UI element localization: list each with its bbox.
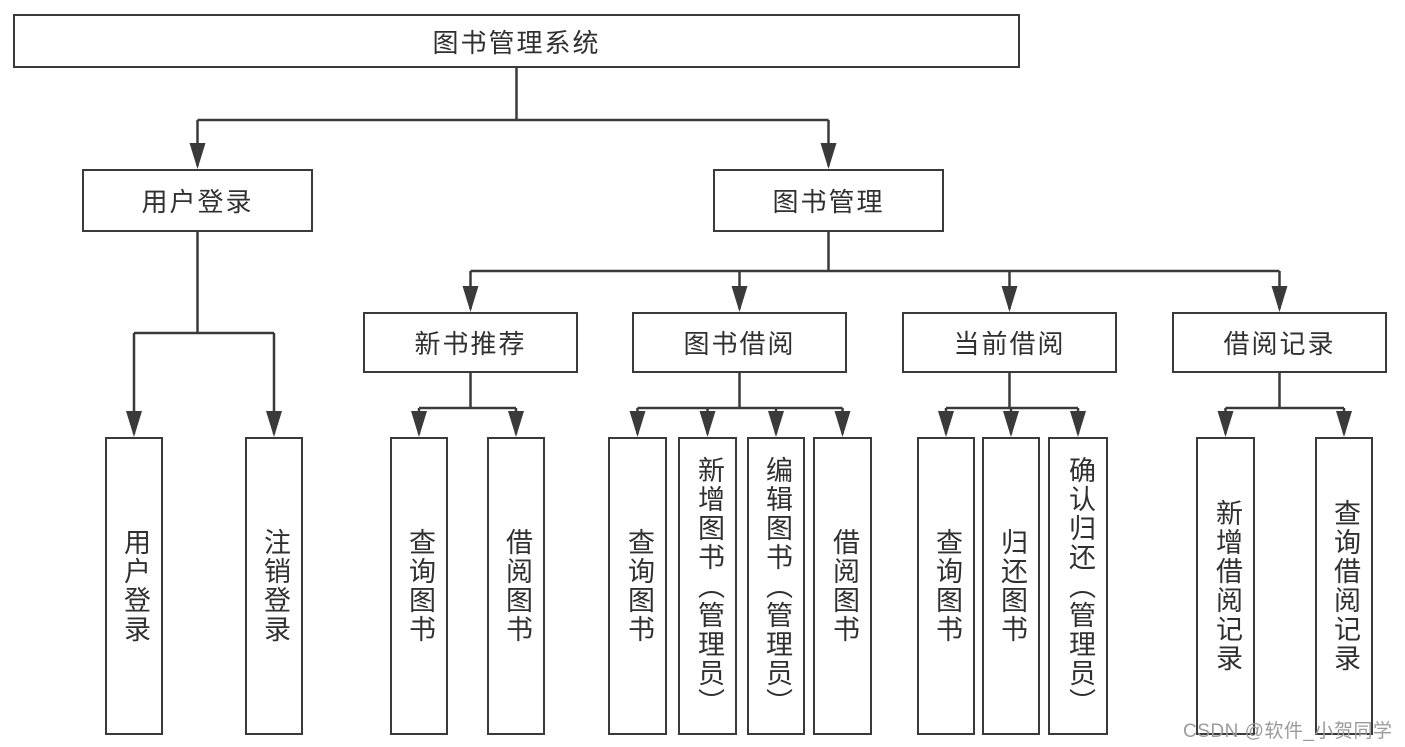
connector-book-management xyxy=(469,232,1281,309)
leaf-query-books-borrowing: 查询图书 xyxy=(608,437,667,735)
arrow-down-icon xyxy=(1070,411,1086,437)
arrow-down-icon xyxy=(731,286,748,312)
leaf-logout: 注销登录 xyxy=(245,437,303,735)
arrow-down-icon xyxy=(1271,286,1288,312)
leaf-query-borrow-record: 查询借阅记录 xyxy=(1315,437,1373,735)
arrow-down-icon xyxy=(629,411,646,437)
arrow-down-icon xyxy=(411,411,427,437)
arrow-down-icon xyxy=(126,411,142,437)
leaf-add-books-admin: 新增图书（管理员） xyxy=(678,437,737,735)
leaf-borrow-books: 借阅图书 xyxy=(813,437,872,735)
arrow-down-icon xyxy=(1001,286,1018,312)
arrow-down-icon xyxy=(768,411,784,437)
arrow-down-icon xyxy=(1003,411,1019,437)
leaf-query-books-recommend: 查询图书 xyxy=(390,437,448,735)
leaf-return-books: 归还图书 xyxy=(982,437,1040,735)
leaf-query-books-current: 查询图书 xyxy=(917,437,975,735)
node-current-borrowing: 当前借阅 xyxy=(902,312,1117,373)
arrow-down-icon xyxy=(820,143,837,169)
arrow-down-icon xyxy=(1336,411,1352,437)
leaf-add-borrow-record: 新增借阅记录 xyxy=(1196,437,1255,735)
arrow-down-icon xyxy=(508,411,524,437)
arrow-down-icon xyxy=(938,411,954,437)
node-library-system-root: 图书管理系统 xyxy=(13,14,1020,68)
connector-current xyxy=(944,373,1080,434)
leaf-edit-books-admin: 编辑图书（管理员） xyxy=(747,437,805,735)
leaf-confirm-return-admin: 确认归还（管理员） xyxy=(1048,437,1108,735)
connector-user-login xyxy=(132,232,276,434)
connector-borrowing xyxy=(636,373,844,434)
node-book-management: 图书管理 xyxy=(713,169,944,232)
leaf-user-login: 用户登录 xyxy=(105,437,163,735)
connector-records xyxy=(1224,373,1346,434)
arrow-down-icon xyxy=(266,411,282,437)
leaf-borrow-books-recommend: 借阅图书 xyxy=(487,437,545,735)
arrow-down-icon xyxy=(834,411,851,437)
arrow-down-icon xyxy=(1217,411,1234,437)
node-borrowing-records: 借阅记录 xyxy=(1172,312,1387,373)
connector-new-book xyxy=(417,373,518,434)
arrow-down-icon xyxy=(189,143,206,169)
node-user-login: 用户登录 xyxy=(82,169,313,232)
csdn-watermark: CSDN @软件_小贺同学 xyxy=(1183,721,1393,742)
arrow-down-icon xyxy=(462,286,479,312)
connector-root xyxy=(196,68,830,166)
node-new-book-recommendation: 新书推荐 xyxy=(363,312,578,373)
arrow-down-icon xyxy=(699,411,716,437)
node-book-borrowing: 图书借阅 xyxy=(632,312,847,373)
